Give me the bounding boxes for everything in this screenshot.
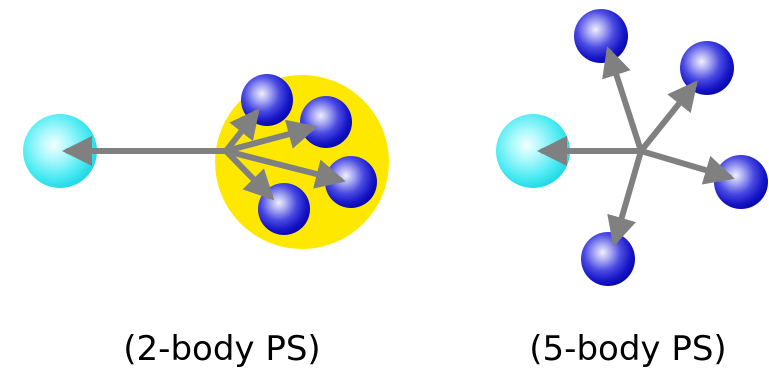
momentum-arrow <box>223 148 275 201</box>
momentum-arrow <box>602 46 644 154</box>
caption-two-body: (2-body PS) <box>123 329 321 369</box>
dark-ball <box>300 96 352 148</box>
light-ball <box>496 114 570 188</box>
dark-ball <box>325 156 377 208</box>
dark-ball <box>574 9 628 63</box>
momentum-arrow <box>638 148 735 185</box>
momentum-arrow <box>223 148 346 189</box>
dark-ball <box>581 232 635 286</box>
dark-ball <box>680 41 734 95</box>
momentum-arrow <box>638 80 698 154</box>
momentum-arrow <box>223 119 318 154</box>
light-ball <box>23 114 97 188</box>
caption-five-body: (5-body PS) <box>529 329 727 369</box>
momentum-arrow <box>607 148 644 247</box>
dark-ball <box>714 155 768 209</box>
five-body-diagram <box>496 9 768 286</box>
momentum-arrow <box>223 108 260 154</box>
two-body-diagram <box>23 74 389 249</box>
